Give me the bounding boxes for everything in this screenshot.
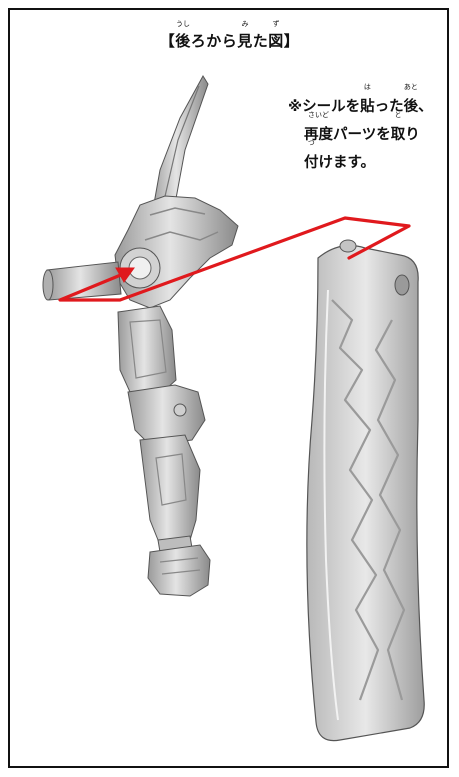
elbow-pin	[174, 404, 186, 416]
peg-end	[43, 270, 53, 300]
arm-cover-part	[307, 240, 424, 741]
arm-part	[43, 76, 238, 596]
cover-socket	[395, 275, 409, 295]
fist	[148, 545, 210, 596]
upper-arm	[118, 306, 176, 392]
elbow-joint	[128, 385, 205, 445]
cover-peg	[340, 240, 356, 252]
forearm	[140, 435, 200, 545]
